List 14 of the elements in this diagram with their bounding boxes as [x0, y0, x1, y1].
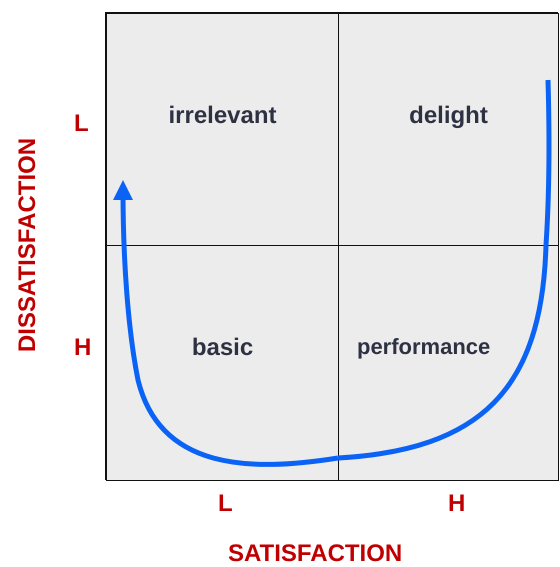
y-level-label: H — [74, 334, 92, 362]
curved-arrow — [113, 180, 338, 467]
y-level-label: L — [74, 110, 89, 138]
x-level-label: H — [448, 490, 466, 518]
quadrant-cell — [338, 13, 559, 246]
quadrant-label: irrelevant — [167, 102, 278, 130]
quadrant-label: delight — [408, 102, 489, 130]
y-axis-title: DISSATISFACTION — [14, 138, 42, 352]
quadrant-cell — [106, 245, 339, 481]
x-axis-title: SATISFACTION — [228, 540, 402, 567]
quadrant-label: performance — [357, 334, 490, 360]
x-level-label: L — [218, 490, 233, 518]
quadrant-label: basic — [190, 334, 254, 362]
quadrant-cell — [106, 13, 339, 246]
